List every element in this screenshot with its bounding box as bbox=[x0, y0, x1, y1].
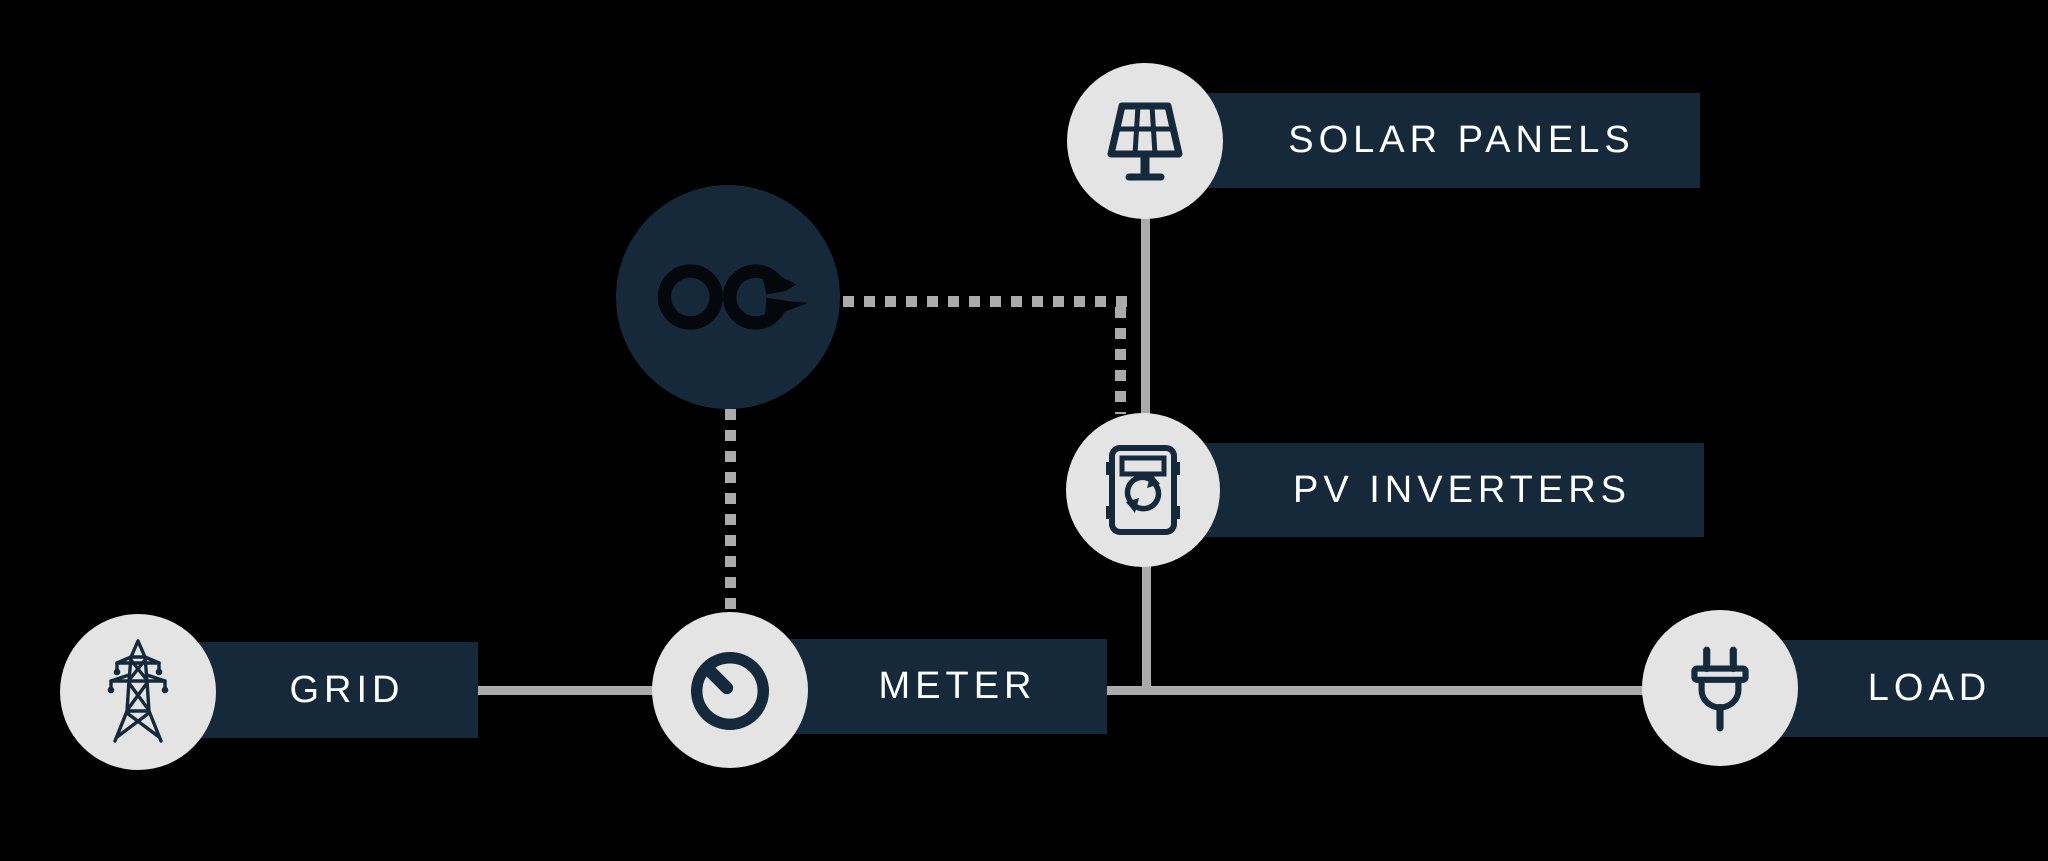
dotted-connector-logo-to-solar-line-horizontal bbox=[843, 296, 1127, 307]
plug-icon bbox=[1679, 642, 1761, 734]
pv-inverters-node bbox=[1066, 413, 1220, 567]
meter-label: METER bbox=[878, 665, 1037, 707]
solar-panels-label: SOLAR PANELS bbox=[1288, 119, 1635, 161]
connector-grid-meter bbox=[400, 686, 653, 695]
grid-label: GRID bbox=[289, 668, 405, 711]
load-label: LOAD bbox=[1867, 667, 1992, 709]
infinity-snake-logo-icon bbox=[644, 251, 812, 343]
solar-panels-node bbox=[1067, 63, 1223, 219]
solar-panels-label-box: SOLAR PANELS bbox=[1145, 93, 1700, 188]
transmission-tower-icon bbox=[103, 637, 173, 747]
pv-inverters-label: PV INVERTERS bbox=[1292, 468, 1632, 511]
grid-node bbox=[60, 614, 216, 770]
logo-circle bbox=[616, 185, 840, 409]
load-node bbox=[1642, 610, 1798, 766]
connector-meter-load bbox=[1028, 686, 1643, 695]
dotted-connector-logo-to-meter bbox=[725, 409, 736, 613]
connector-inverter-junction bbox=[1142, 566, 1151, 692]
gauge-icon bbox=[678, 638, 782, 742]
pv-inverters-label-box: PV INVERTERS bbox=[1143, 443, 1704, 537]
solar-panel-icon bbox=[1095, 96, 1195, 186]
connector-solar-inverter bbox=[1141, 218, 1150, 414]
meter-node bbox=[652, 612, 808, 768]
inverter-icon bbox=[1097, 440, 1189, 540]
dotted-connector-logo-to-inverter-vertical bbox=[1115, 307, 1126, 414]
